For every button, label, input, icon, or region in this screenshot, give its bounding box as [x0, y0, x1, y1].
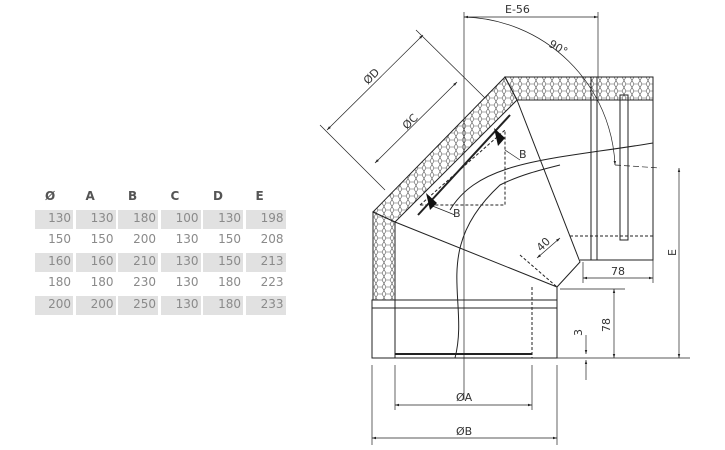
header-cell: C: [170, 189, 180, 203]
base-collar: [371, 299, 558, 359]
header-cell: B: [128, 189, 138, 203]
table-cell: 180: [203, 295, 243, 315]
insulation-diagonal: [372, 76, 518, 223]
table-cell: 100: [160, 209, 201, 229]
table-cell: 130: [160, 252, 201, 272]
table-cell: 180: [218, 275, 241, 289]
dim-a: ØA: [456, 391, 473, 404]
table-row: 150 150 200 130 150 208: [35, 231, 288, 250]
dim-c: ØC: [400, 111, 421, 132]
table-cell: 150: [218, 232, 241, 246]
angle-label: 90°: [547, 37, 570, 58]
table-cell: 250: [118, 295, 158, 315]
table-cell: 130: [160, 295, 201, 315]
angle-arc: [463, 16, 617, 166]
table-cell: 230: [133, 275, 156, 289]
table-cell: 200: [133, 232, 156, 246]
table-cell: 150: [203, 252, 243, 272]
dim-d: ØD: [361, 66, 382, 87]
table-cell: 223: [260, 275, 284, 289]
label-b-top: B: [519, 148, 527, 161]
table-cell: 180: [48, 275, 71, 289]
dim-3: 3: [572, 329, 585, 336]
table-cell: 210: [118, 252, 158, 272]
table-cell: 208: [260, 232, 284, 246]
header-cell: Ø: [45, 189, 56, 203]
table-cell: 198: [245, 209, 286, 229]
table-cell: 130: [175, 232, 199, 246]
right-pipe: [596, 76, 654, 261]
table-cell: 180: [118, 209, 158, 229]
dim-e: E: [666, 249, 679, 256]
header-cell: A: [85, 189, 95, 203]
table-cell: 130: [175, 275, 199, 289]
insulation-left: [372, 211, 396, 301]
dim-40: 40: [534, 235, 553, 254]
table-cell: 130: [203, 209, 243, 229]
table-cell: 150: [90, 232, 114, 246]
table-cell: 233: [245, 295, 286, 315]
marker-b-top: [494, 128, 505, 146]
table-cell: 180: [90, 275, 114, 289]
table-cell: 200: [35, 295, 73, 315]
dim-78-vertical: 78: [600, 318, 613, 332]
marker-b-bottom: [426, 193, 437, 210]
insulation-top: [504, 76, 654, 101]
table-cell: 160: [75, 252, 116, 272]
table-cell: 130: [35, 209, 73, 229]
dim-b: ØB: [456, 425, 472, 438]
table-cell: 200: [75, 295, 116, 315]
header-cell: D: [213, 189, 223, 203]
table-cell: 160: [35, 252, 73, 272]
dim-78-horizontal: 78: [611, 265, 625, 278]
table-cell: 150: [48, 232, 71, 246]
table-header: Ø A B C D E: [35, 188, 288, 207]
table-cell: 130: [75, 209, 116, 229]
label-b-bottom: B: [453, 207, 461, 220]
header-cell: E: [255, 189, 264, 203]
table-cell: 213: [245, 252, 286, 272]
dim-e56: E-56: [505, 3, 530, 16]
table-row: 180 180 230 130 180 223: [35, 274, 288, 293]
